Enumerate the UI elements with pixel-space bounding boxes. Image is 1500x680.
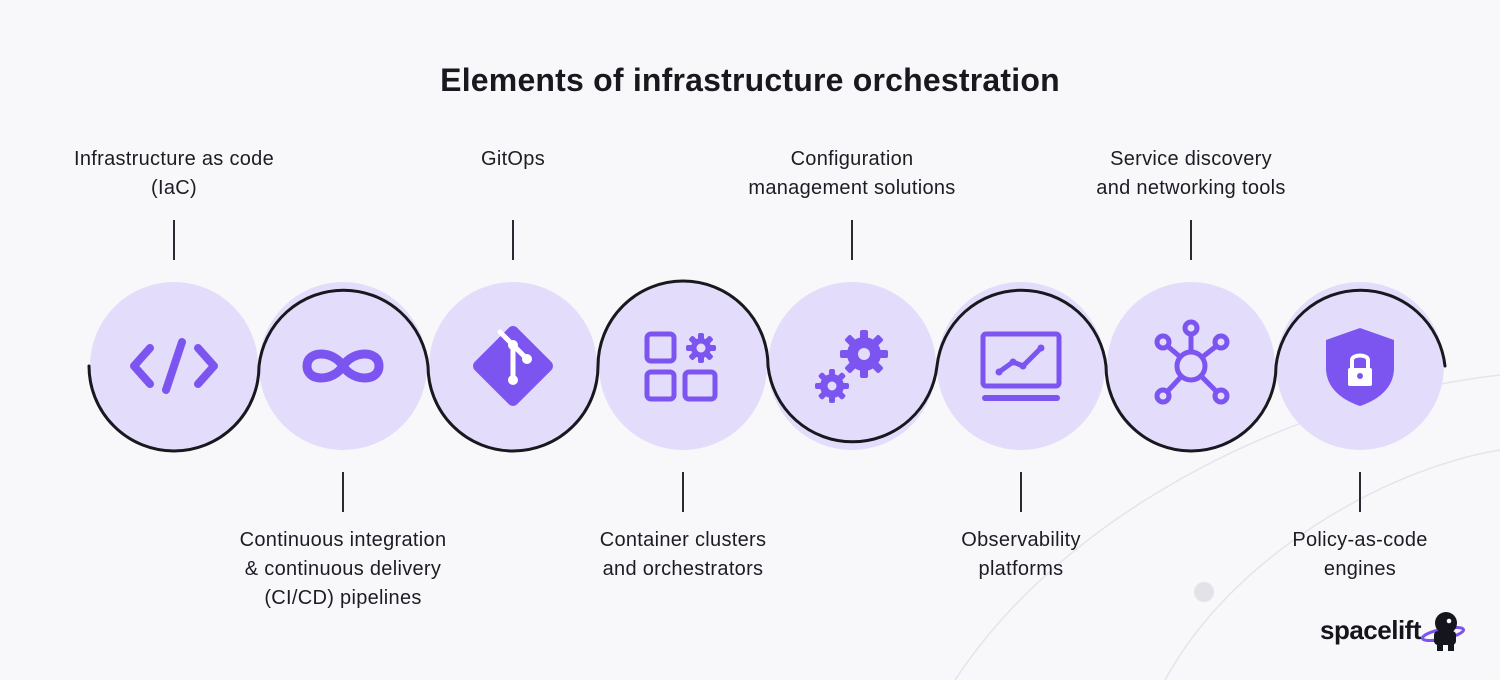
wave-path (87, 279, 1447, 453)
element-label: Policy-as-code engines (1292, 529, 1428, 580)
astronaut-icon (1421, 612, 1466, 651)
connector-line (173, 220, 175, 260)
element-label: Continuous integration & continuous deli… (239, 529, 447, 609)
gears-icon (815, 330, 888, 403)
connector-line (1020, 472, 1022, 512)
connector-line (682, 472, 684, 512)
git-icon (473, 326, 553, 406)
monitor-chart-icon (980, 331, 1062, 401)
network-hub-icon (1154, 319, 1230, 405)
connector-line (851, 220, 853, 260)
decoration-dot (1194, 582, 1214, 602)
element-circle (599, 282, 767, 450)
element-label: Infrastructure as code (IaC) (73, 148, 275, 199)
connector-line (342, 472, 344, 512)
element-label: Container clusters and orchestrators (599, 529, 767, 580)
element-label: Service discovery and networking tools (1096, 148, 1286, 199)
element-label: Configuration management solutions (748, 148, 956, 199)
element-label: GitOps (480, 148, 546, 170)
element-label: Observability platforms (961, 529, 1081, 580)
connector-line (512, 220, 514, 260)
apps-gear-icon (644, 331, 718, 402)
code-icon (130, 338, 218, 394)
spacelift-logo: spacelift (1320, 605, 1467, 655)
brand-name: spacelift (1320, 614, 1422, 645)
connector-line (1359, 472, 1361, 512)
shield-lock-icon (1326, 328, 1394, 406)
connector-line (1190, 220, 1192, 260)
page-title: Elements of infrastructure orchestration (440, 62, 1060, 98)
infinity-icon (302, 349, 384, 383)
